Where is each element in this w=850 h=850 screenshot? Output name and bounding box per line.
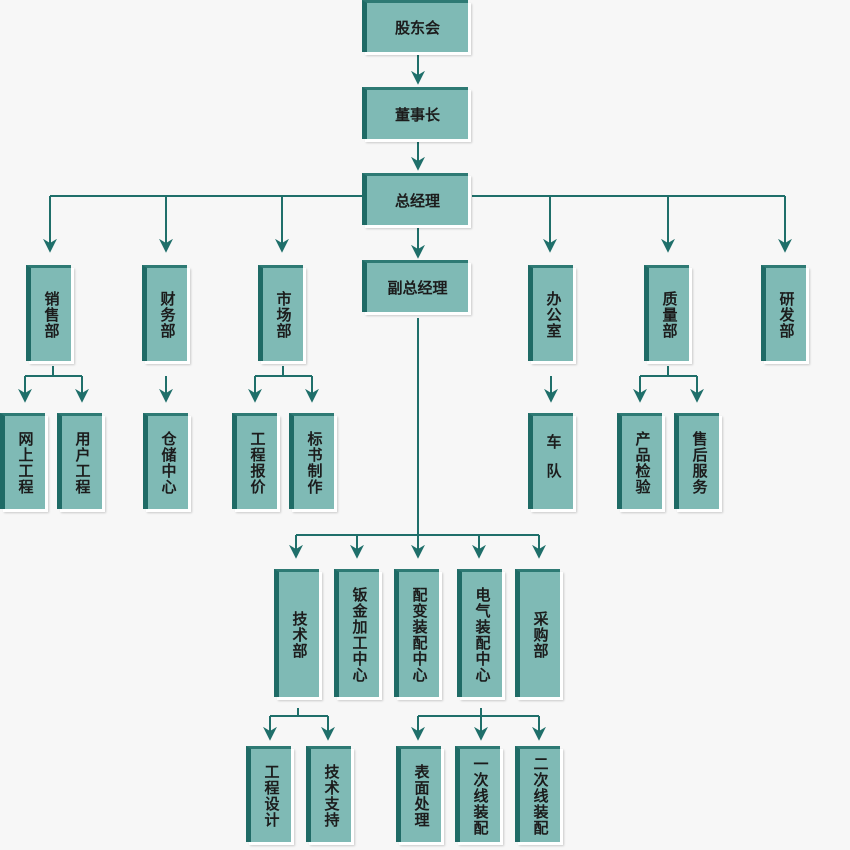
node-vgm: 副总经理: [362, 260, 468, 312]
node-warehouse: 仓储中心: [143, 413, 188, 509]
node-inspection: 产品检验: [617, 413, 662, 509]
node-tech-support: 技术支持: [306, 746, 351, 842]
node-sales: 销售部: [26, 265, 71, 361]
node-gm: 总经理: [362, 173, 468, 225]
node-fleet: 车队: [528, 413, 573, 509]
node-eng-design: 工程设计: [246, 746, 291, 842]
node-board: 董事长: [362, 87, 468, 139]
node-finance: 财务部: [142, 265, 187, 361]
node-quality: 质量部: [644, 265, 689, 361]
node-market: 市场部: [258, 265, 303, 361]
node-purchasing: 采购部: [515, 569, 560, 697]
node-surface: 表面处理: [396, 746, 441, 842]
node-eng-quote: 工程报价: [232, 413, 277, 509]
node-sheet-metal: 钣金加工中心: [334, 569, 379, 697]
node-user-eng: 用户工程: [57, 413, 102, 509]
node-electrical: 电气装配中心: [457, 569, 502, 697]
node-after-sales: 售后服务: [674, 413, 719, 509]
node-online-eng: 网上工程: [0, 413, 45, 509]
node-bid: 标书制作: [289, 413, 334, 509]
node-primary-wiring: 一次线装配: [455, 746, 500, 842]
node-shareholders: 股东会: [362, 0, 468, 52]
node-secondary-wiring: 二次线装配: [515, 746, 560, 842]
node-rnd: 研发部: [761, 265, 806, 361]
node-office: 办公室: [528, 265, 573, 361]
node-transformer: 配变装配中心: [394, 569, 439, 697]
node-tech: 技术部: [274, 569, 319, 697]
